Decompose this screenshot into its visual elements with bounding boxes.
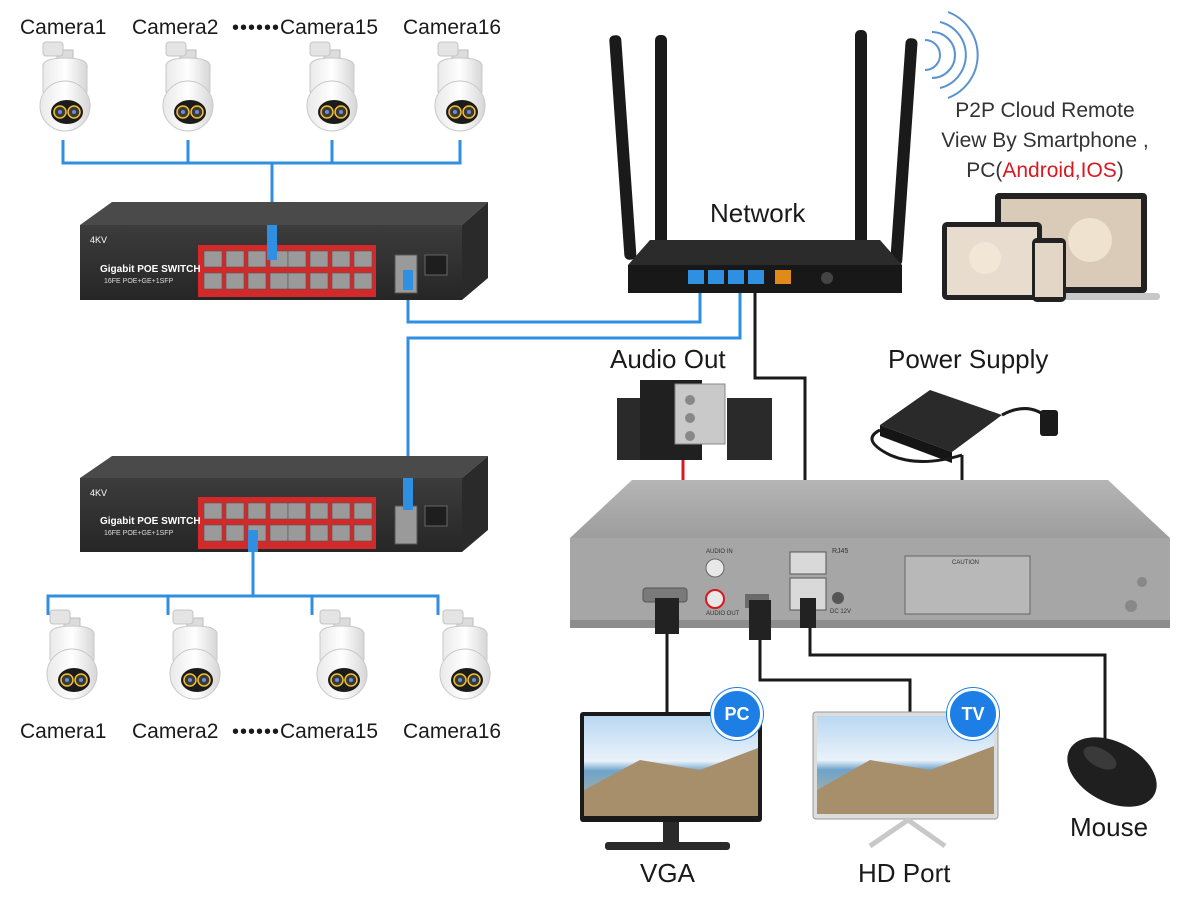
camera-label-bottom-1: Camera1	[20, 720, 107, 743]
remote-devices-image	[942, 193, 1160, 302]
cable-top-cameras	[61, 140, 462, 235]
mouse-device	[1067, 737, 1157, 807]
camera-label-top-16: Camera16	[403, 16, 502, 39]
switch2-title: Gigabit POE SWITCH	[100, 516, 201, 527]
p2p-remote-text: P2P Cloud Remote View By Smartphone , PC…	[940, 96, 1150, 186]
camera-top-2	[162, 41, 214, 132]
p2p-ios: IOS	[1080, 159, 1117, 182]
hd-port-label: HD Port	[858, 858, 951, 888]
camera-label-top-2: Camera2	[132, 16, 219, 39]
camera-top-16	[434, 41, 486, 132]
p2p-pc-prefix: PC(	[966, 159, 1003, 182]
camera-label-top-15: Camera15	[280, 16, 379, 39]
audio-out-label: Audio Out	[610, 344, 726, 374]
camera-bottom-1	[46, 609, 98, 700]
power-supply-label: Power Supply	[888, 344, 1049, 374]
router	[609, 30, 918, 293]
camera-label-bottom-2: Camera2	[132, 720, 219, 743]
camera-label-bottom-16: Camera16	[403, 720, 502, 743]
vga-label: VGA	[640, 858, 695, 888]
cable-bottom-cameras	[46, 545, 440, 615]
power-adapter	[870, 390, 1058, 463]
camera-bottom-2	[169, 609, 221, 700]
camera-bottom-15	[316, 609, 368, 700]
camera-top-15	[306, 41, 358, 132]
cable-hdmi	[758, 640, 912, 712]
cables	[46, 140, 1107, 742]
nvr-audio-in: AUDIO IN	[706, 549, 733, 555]
pc-badge: PC	[711, 688, 763, 740]
cable-switch1-router	[406, 285, 702, 324]
nvr-dc: DC 12V	[830, 609, 852, 615]
cable-router-nvr	[753, 290, 807, 555]
nvr-recorder	[570, 480, 1170, 640]
camera-label-top-1: Camera1	[20, 16, 107, 39]
p2p-line-2: View By Smartphone ,	[941, 129, 1149, 152]
camera-bottom-16	[439, 609, 491, 700]
p2p-android: Android	[1002, 159, 1075, 182]
switch1-subtitle: 16FE POE+GE+1SFP	[104, 278, 174, 285]
switch1-brand: 4KV	[90, 235, 108, 245]
cable-mouse	[808, 628, 1107, 742]
camera-top-1	[39, 41, 91, 132]
switch2-subtitle: 16FE POE+GE+1SFP	[104, 530, 174, 537]
switch1-title: Gigabit POE SWITCH	[100, 264, 201, 275]
nvr-audio-out: AUDIO OUT	[706, 611, 740, 617]
pc-monitor	[580, 712, 762, 850]
p2p-comma: ,	[1074, 159, 1081, 182]
ellipsis-bottom: ••••••	[232, 721, 281, 743]
poe-switch-2	[80, 456, 488, 552]
tv-monitor	[812, 711, 999, 849]
p2p-suffix: )	[1116, 159, 1124, 182]
mouse-label: Mouse	[1070, 812, 1149, 842]
poe-switch-1	[80, 202, 488, 300]
camera-label-bottom-15: Camera15	[280, 720, 379, 743]
p2p-line-1: P2P Cloud Remote	[955, 99, 1135, 122]
nvr-caution: CAUTION	[952, 560, 979, 566]
wifi-icon	[924, 11, 979, 99]
speakers	[617, 380, 772, 460]
tv-badge: TV	[947, 688, 999, 740]
p2p-line-3: PC(Android,IOS)	[940, 156, 1150, 186]
nvr-rj45: RJ45	[832, 548, 849, 555]
switch2-brand: 4KV	[90, 488, 108, 498]
cable-router-switch2	[406, 290, 742, 482]
network-label: Network	[710, 198, 806, 228]
ellipsis-top: ••••••	[232, 17, 281, 39]
